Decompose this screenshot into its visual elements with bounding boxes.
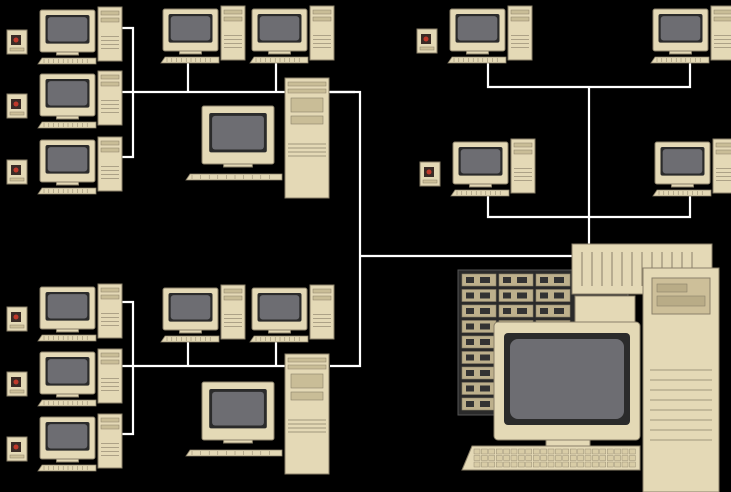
mainframe xyxy=(458,244,719,492)
